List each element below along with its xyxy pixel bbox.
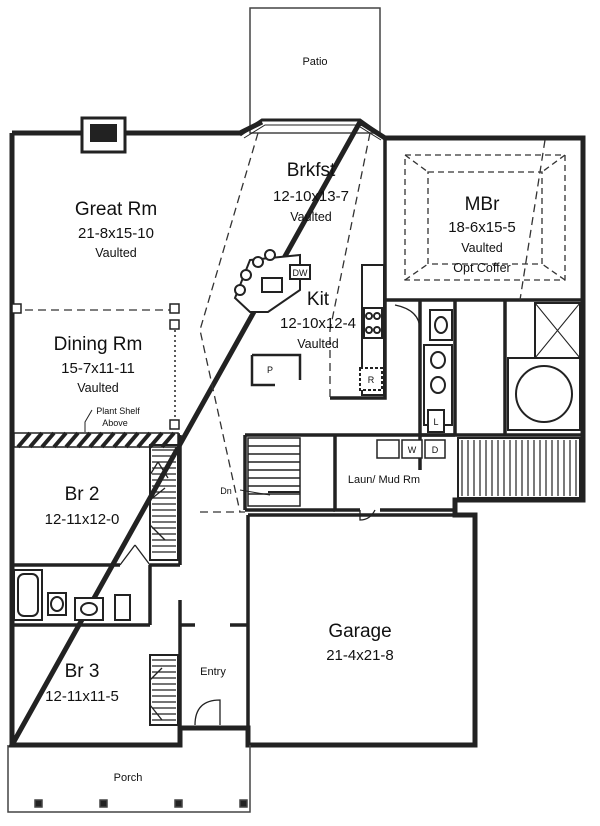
- dining-columns: [11, 303, 180, 430]
- patio-slab: [249, 7, 381, 134]
- mbr-label: MBr: [465, 194, 501, 215]
- dining-rm-note: Vaulted: [77, 381, 119, 395]
- brkfst-label: Brkfst: [287, 160, 336, 181]
- stairs: [239, 437, 301, 507]
- garage-dims: 21-4x21-8: [326, 647, 394, 664]
- kit-label: Kit: [307, 289, 330, 310]
- great-rm-label: Great Rm: [75, 199, 157, 220]
- porch: [7, 745, 251, 813]
- br2-dims: 12-11x12-0: [45, 511, 120, 528]
- great-rm-dims: 21-8x15-10: [78, 225, 154, 242]
- dishwasher-label: DW: [293, 268, 308, 278]
- kitchen-island: [233, 249, 311, 313]
- master-bath: [423, 302, 581, 433]
- coffer-ceiling: [404, 154, 566, 281]
- dining-rm-label: Dining Rm: [54, 334, 143, 355]
- br2-label: Br 2: [65, 484, 100, 505]
- hall-bath: [13, 569, 131, 621]
- linen-label: L: [433, 417, 438, 427]
- laundry-fixtures: [376, 439, 446, 459]
- brkfst-dims: 12-10x13-7: [273, 188, 349, 205]
- br3-dims: 12-11x11-5: [45, 688, 119, 705]
- patio-label: Patio: [302, 56, 327, 68]
- pantry: [250, 353, 302, 387]
- brkfst-note: Vaulted: [290, 210, 332, 224]
- plant-shelf-above-label: Above: [102, 418, 128, 428]
- bay-window: [239, 118, 386, 141]
- pantry-label: P: [267, 365, 273, 375]
- kit-dims: 12-10x12-4: [280, 315, 356, 332]
- garage-label: Garage: [328, 621, 391, 642]
- fireplace: [80, 116, 127, 154]
- mbr-dims: 18-6x15-5: [448, 219, 516, 236]
- kitchen-counter: [359, 264, 385, 396]
- mbr-note: Vaulted: [461, 241, 503, 255]
- plant-shelf: [13, 431, 179, 449]
- dryer-label: D: [432, 445, 439, 455]
- mbr-coffer-note: Opt Coffer: [453, 261, 510, 275]
- closet-shelves: [149, 437, 581, 726]
- laun-mud-label: Laun/ Mud Rm: [348, 474, 420, 486]
- great-rm-note: Vaulted: [95, 246, 137, 260]
- stairs-down-label: Dn: [220, 486, 232, 496]
- plant-shelf-label: Plant Shelf: [96, 406, 140, 416]
- br3-label: Br 3: [65, 661, 100, 682]
- refrigerator-label: R: [368, 375, 375, 385]
- porch-label: Porch: [114, 772, 143, 784]
- entry-label: Entry: [200, 666, 226, 678]
- washer-label: W: [408, 445, 417, 455]
- plant-shelf-leader: [84, 409, 93, 432]
- door-swings: [119, 304, 421, 726]
- dashed-lines: [12, 132, 546, 513]
- dining-rm-dims: 15-7x11-11: [61, 360, 135, 377]
- kit-note: Vaulted: [297, 337, 339, 351]
